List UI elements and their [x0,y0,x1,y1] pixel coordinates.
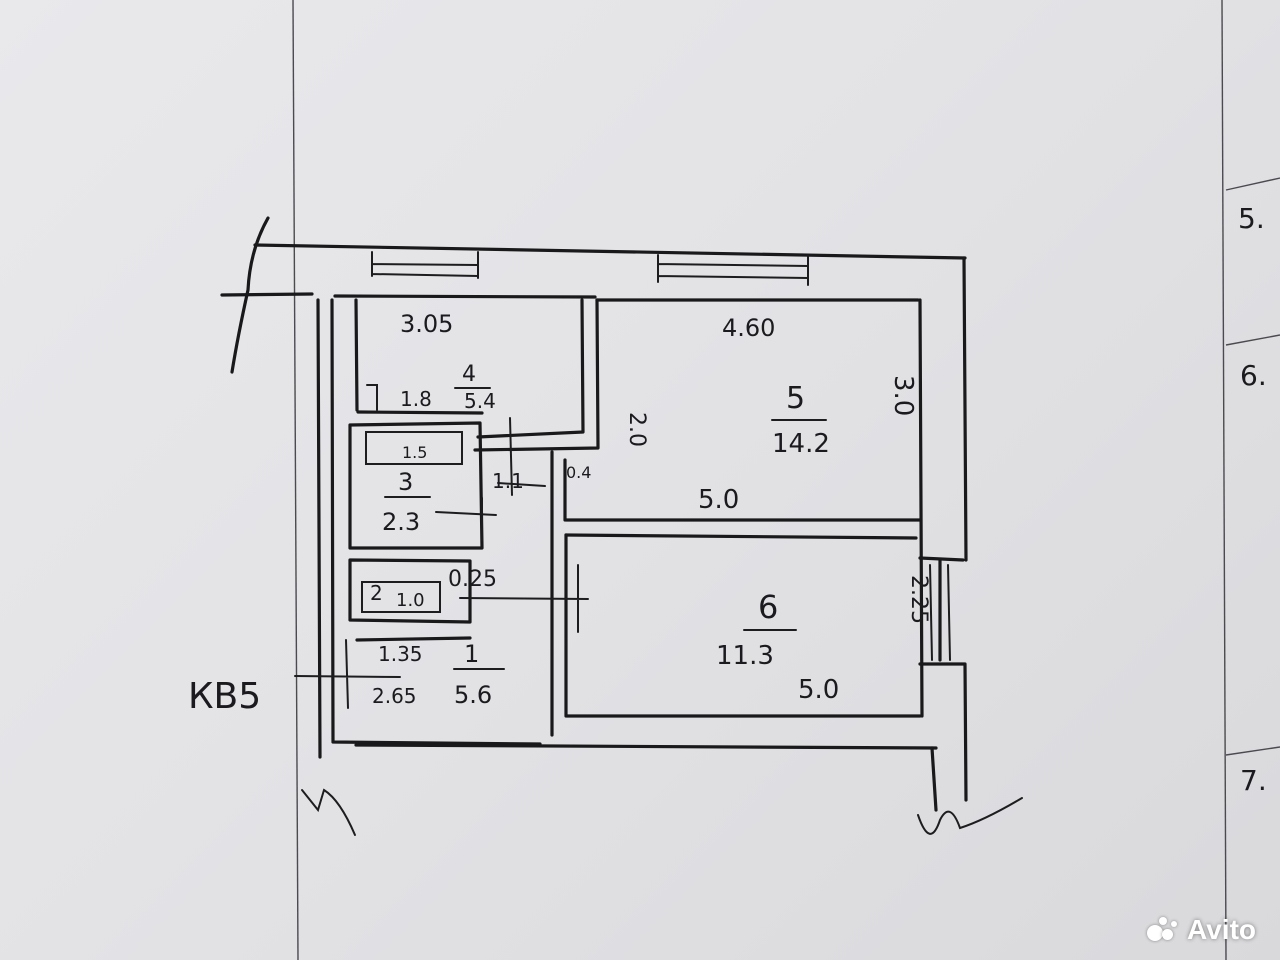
room-4-area: 5.4 [464,389,496,413]
dim-bath-tub: 1.5 [402,443,427,462]
room-1-area: 5.6 [454,681,492,709]
dim-room6-bottom: 5.0 [798,675,839,705]
dim-top-right: 4.60 [722,314,775,342]
dim-hall-top: 1.35 [378,642,423,666]
room-3-number: 3 [398,468,413,496]
paper-frame [292,0,1280,960]
dim-door-gap: 0.4 [566,463,591,482]
room-labels: 4 5.4 5 14.2 3 2.3 2 1.0 1 5.6 6 11.3 [370,362,830,709]
dim-bath-side: 1.1 [492,469,524,493]
dim-room5-side: 3.0 [888,375,918,416]
dim-hall-bottom: 2.65 [372,684,417,708]
avito-watermark-text: Avito [1187,914,1256,945]
room-2-area: 1.0 [396,590,425,611]
avito-logo-icon [1147,917,1181,943]
entrance-label: КВ5 [188,676,261,717]
room-4-number: 4 [462,362,476,387]
room-6-area: 11.3 [716,641,774,671]
room-3-area: 2.3 [382,508,420,536]
dimension-labels: 3.05 4.60 2.0 3.0 5.0 1.1 0.4 0.25 2.25 … [372,310,931,708]
avito-watermark: Avito [1147,914,1256,946]
top-window-left [371,251,479,279]
margin-number-7: 7. [1240,764,1267,797]
margin-number-5: 5. [1238,202,1265,235]
dim-wc-side: 0.25 [448,567,497,592]
dim-shared-wall: 5.0 [698,485,739,515]
dim-kitchen-stove: 1.8 [400,387,432,411]
room-1-number: 1 [464,640,479,668]
margin-number-6: 6. [1240,359,1267,392]
dim-top-left: 3.05 [400,310,453,338]
margin-numbers: 5. 6. 7. [1238,202,1267,797]
dim-room4-side: 2.0 [624,412,649,447]
room-2-number: 2 [370,581,383,605]
interior-walls [294,298,922,737]
dim-room6-side: 2.25 [906,575,931,624]
room-5-area: 14.2 [772,429,830,459]
outer-walls [220,216,968,812]
top-window-right [657,254,809,286]
room-5-number: 5 [786,381,805,416]
room-6-number: 6 [758,588,778,626]
break-marks [301,788,1023,836]
right-window [929,564,951,661]
